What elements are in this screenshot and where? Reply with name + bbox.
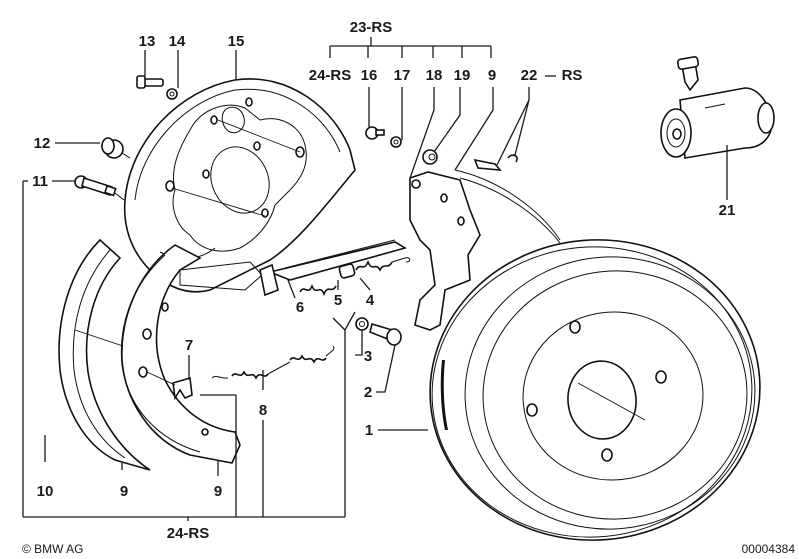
diagram-number: 00004384	[742, 542, 796, 556]
copyright-text: © BMW AG	[22, 542, 84, 556]
callout-11[interactable]: 10	[37, 483, 54, 500]
callout-15[interactable]: 14	[169, 33, 186, 50]
rs-suffix: RS	[562, 67, 583, 84]
callout-6[interactable]: 6	[296, 299, 304, 316]
group-label-23-rs: 23-RS	[350, 19, 393, 36]
callout-16[interactable]: 15	[228, 33, 245, 50]
callout-labels: 23-RS 24-RS 16 17 18 19 9 22 RS 13 14 15…	[22, 19, 795, 556]
callout-17[interactable]: 16	[361, 67, 378, 84]
callout-10[interactable]: 9	[120, 483, 128, 500]
callout-8[interactable]: 8	[259, 402, 267, 419]
callout-12[interactable]: 11	[32, 173, 48, 190]
adjuster-strut-drawing	[259, 239, 411, 297]
callout-2[interactable]: 2	[364, 384, 372, 401]
callout-18[interactable]: 17	[394, 67, 411, 84]
bolt-2-drawing	[355, 317, 402, 346]
callout-7[interactable]: 7	[185, 337, 193, 354]
spring-8-drawing	[211, 345, 335, 380]
callout-1[interactable]: 1	[365, 422, 373, 439]
callout-3[interactable]: 3	[364, 348, 372, 365]
clip-7-drawing	[146, 371, 193, 401]
bolt-12-drawing	[74, 175, 125, 201]
brake-shoe-right-drawing	[409, 154, 566, 331]
callout-22[interactable]: 22	[521, 67, 538, 84]
callout-4[interactable]: 4	[366, 292, 375, 309]
plug-13-drawing	[101, 137, 131, 159]
brake-lining-drawing	[58, 238, 151, 471]
callout-9-bottom[interactable]: 9	[214, 483, 222, 500]
bushing-20-drawing	[422, 149, 438, 165]
callout-14[interactable]: 13	[139, 33, 156, 50]
wheel-cylinder-drawing	[660, 56, 775, 159]
nut-17-drawing	[365, 126, 385, 140]
callout-9-top[interactable]: 9	[488, 67, 496, 84]
group-label-24-rs-top: 24-RS	[309, 67, 352, 84]
callout-13[interactable]: 12	[34, 135, 51, 152]
callout-20[interactable]: 19	[454, 67, 471, 84]
washer-18-drawing	[390, 136, 402, 148]
callout-5[interactable]: 5	[334, 292, 342, 309]
leader-lines	[22, 37, 728, 521]
callout-19[interactable]: 18	[426, 67, 443, 84]
brake-drum-drawing	[429, 239, 761, 541]
callout-21[interactable]: 21	[719, 202, 736, 219]
bolt-14-drawing	[136, 75, 178, 100]
group-label-24-rs-bottom: 24-RS	[167, 525, 210, 542]
